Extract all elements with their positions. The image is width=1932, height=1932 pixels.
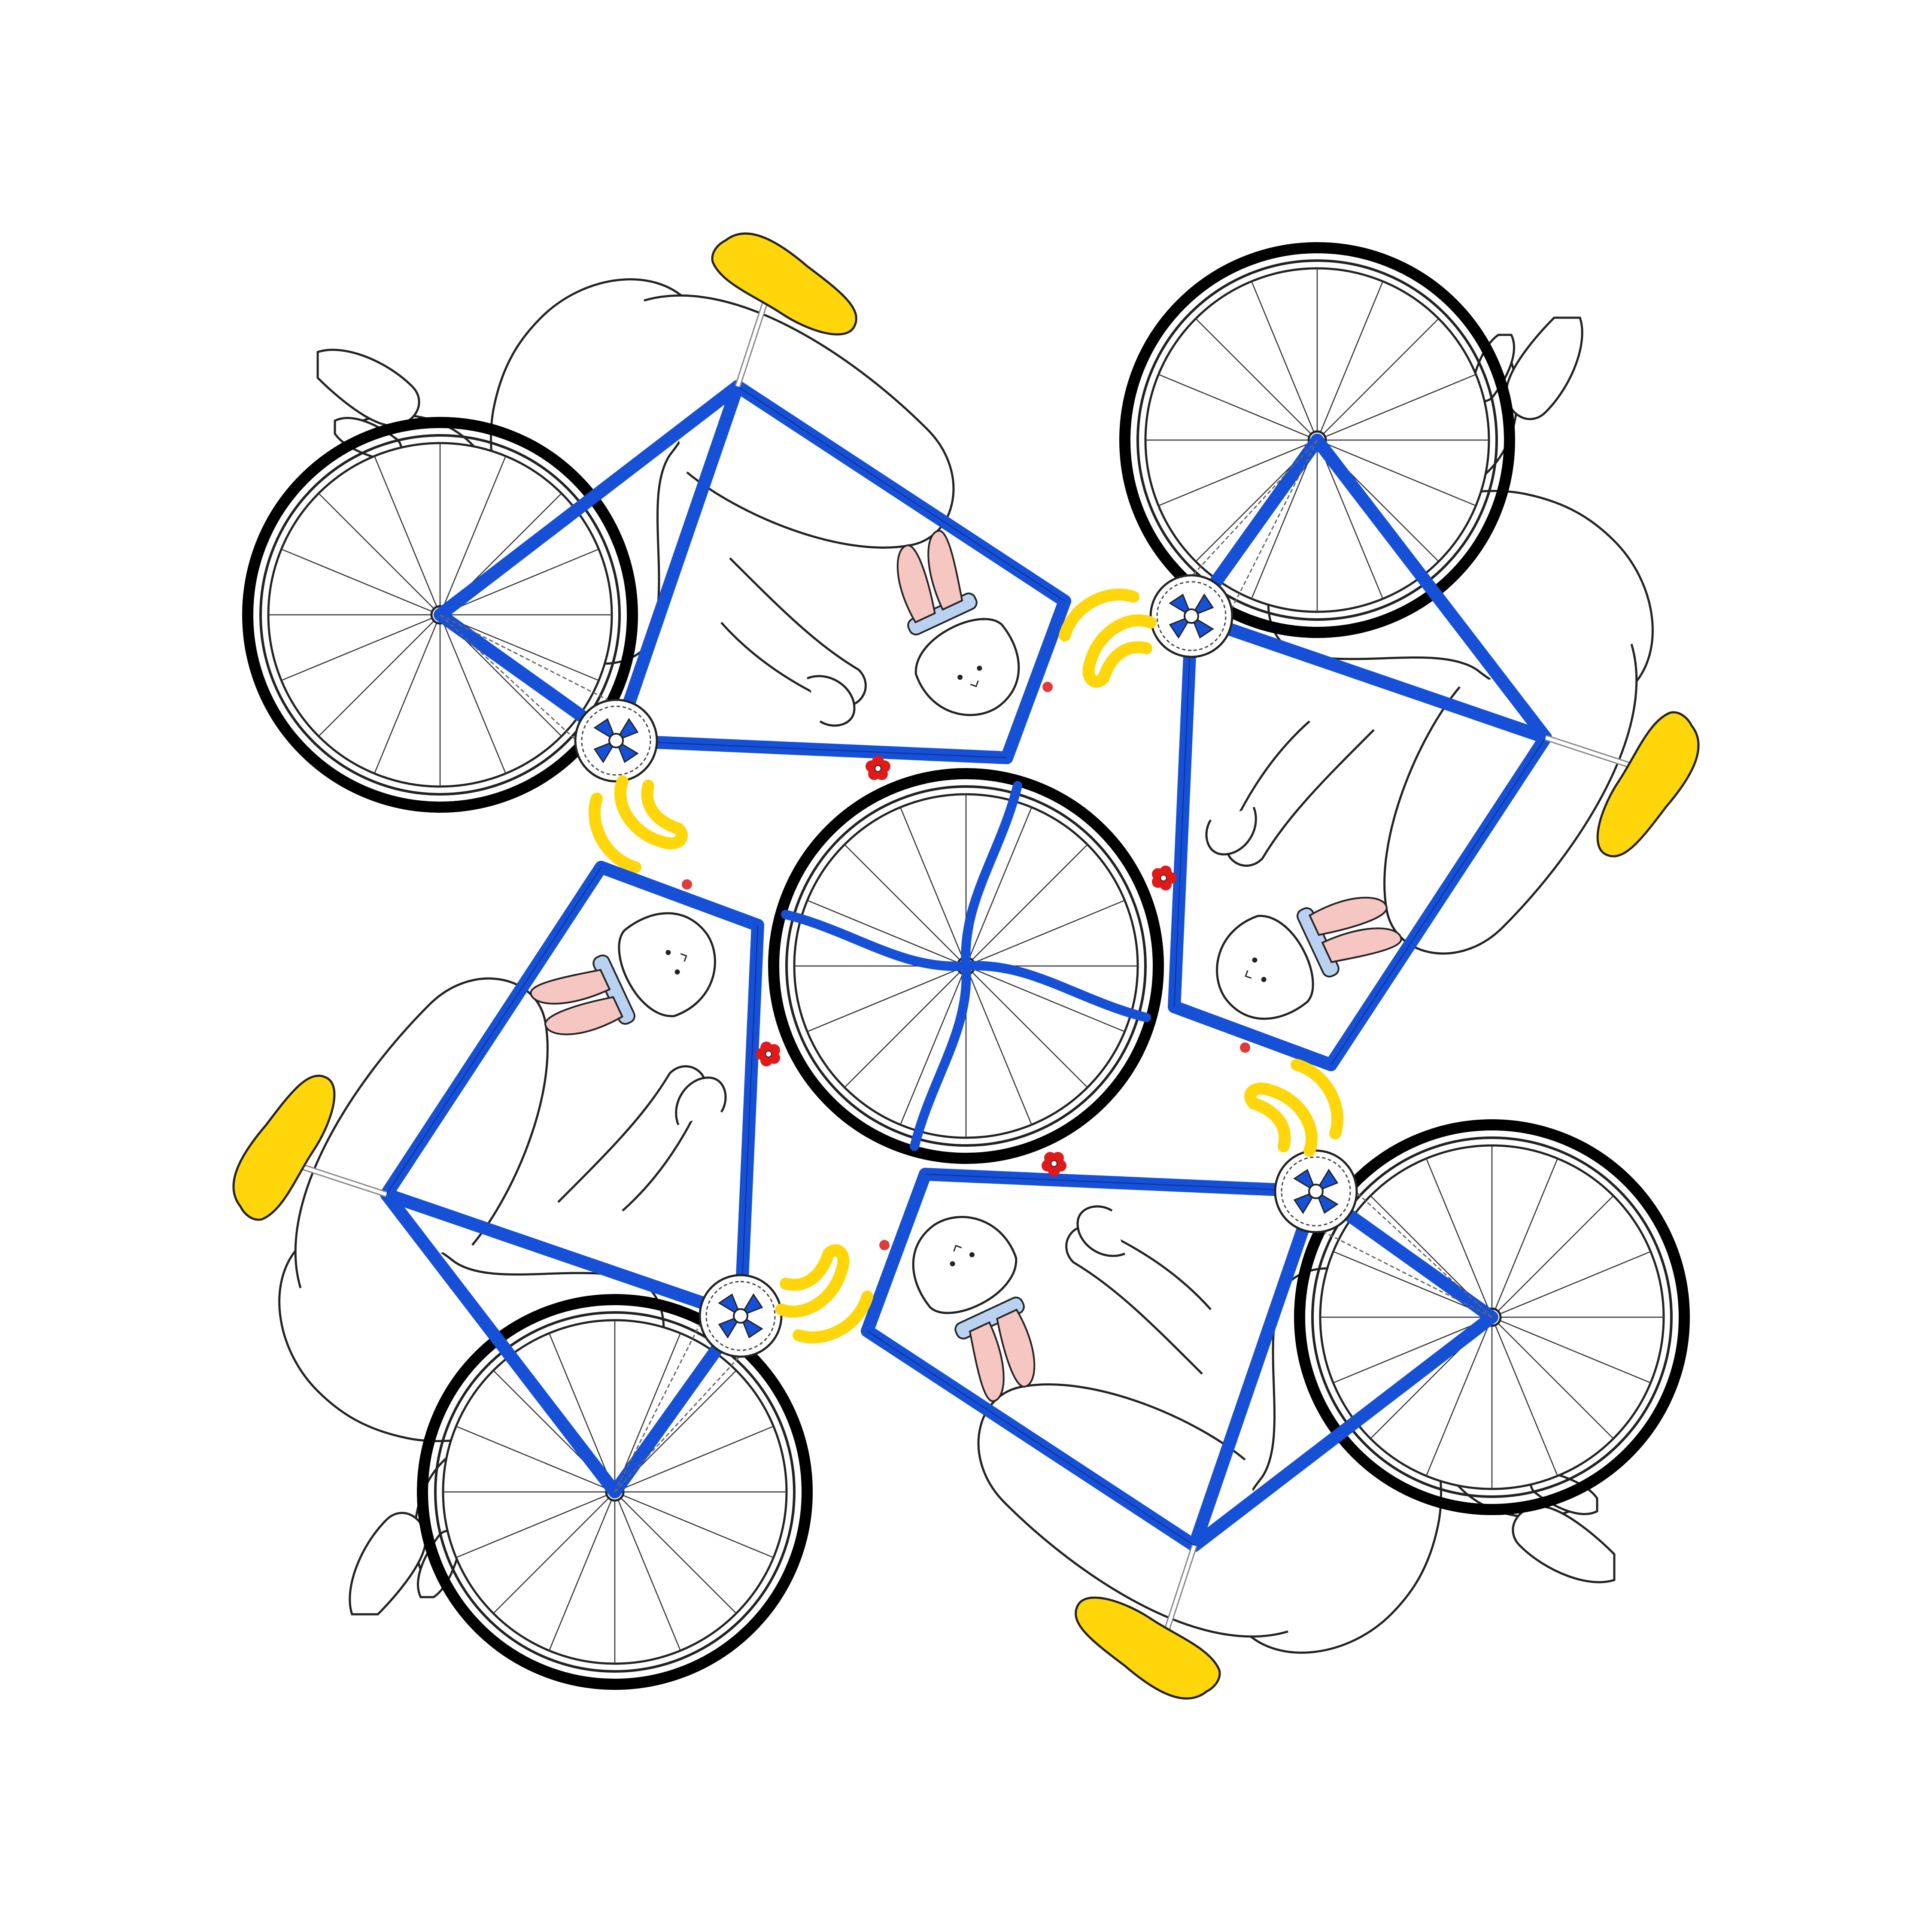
center-wheel: [774, 774, 1158, 1158]
